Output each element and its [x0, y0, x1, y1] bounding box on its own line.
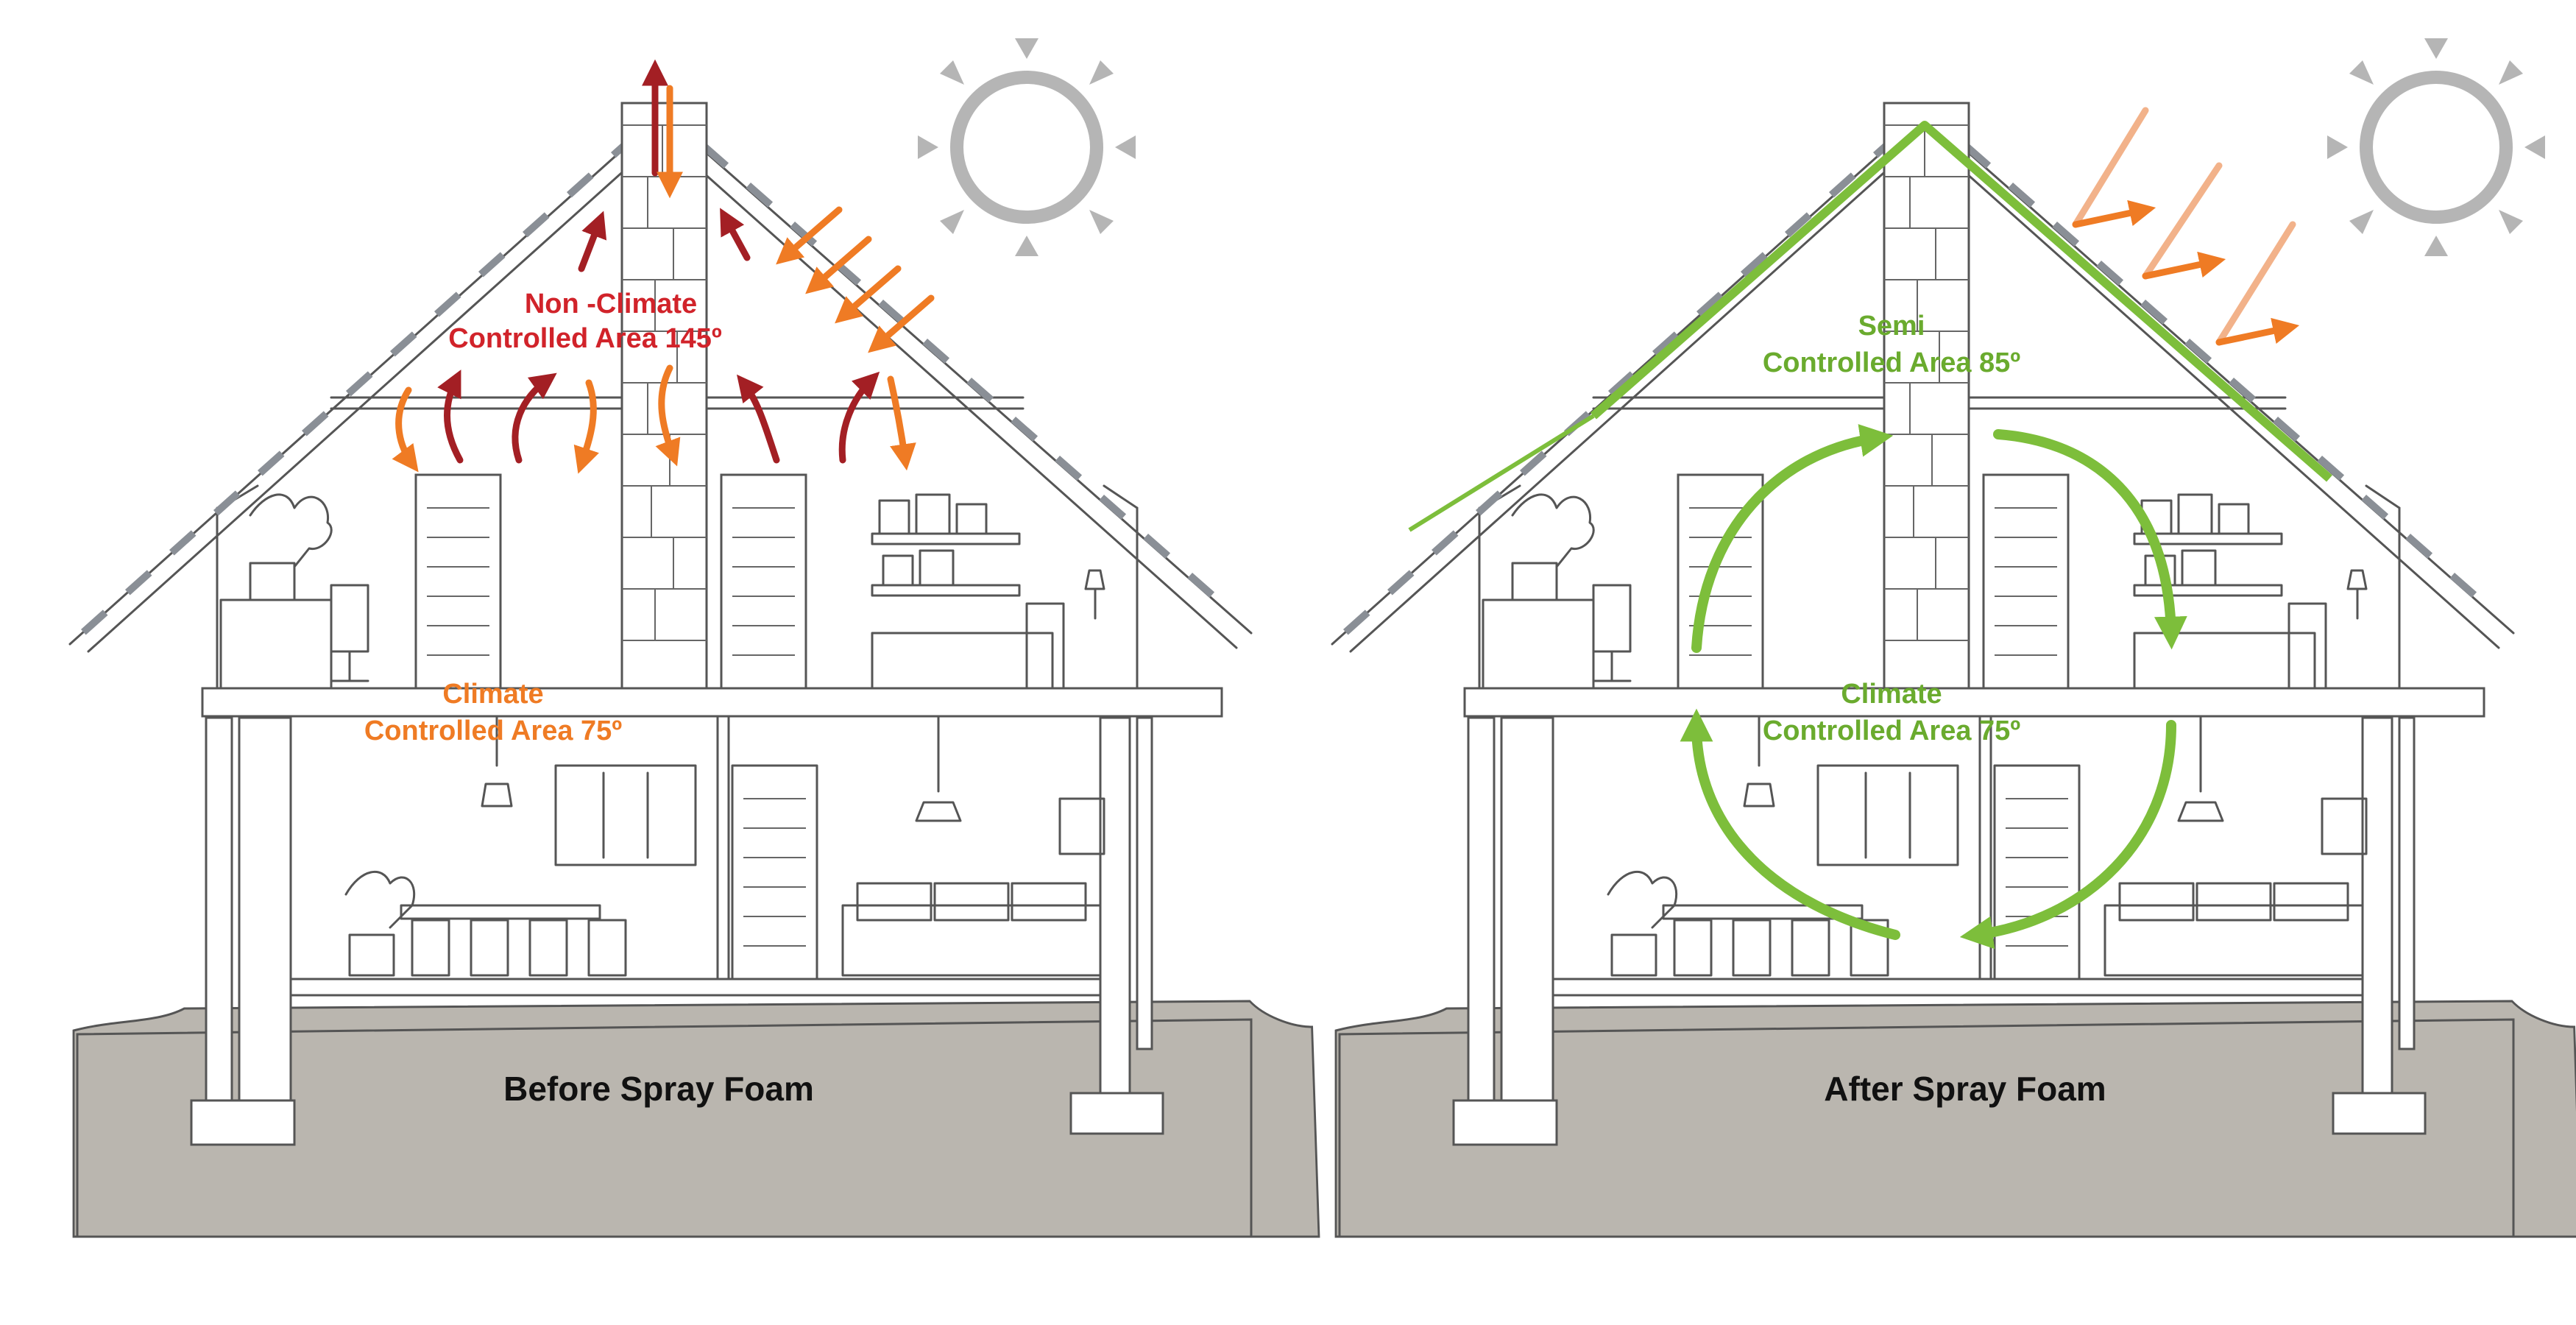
- before-living-label-line1: Climate: [442, 679, 543, 710]
- after-living-label-line1: Climate: [1841, 679, 1942, 710]
- after-caption: After Spray Foam: [1824, 1070, 2106, 1108]
- heat-arrow-icon: [392, 59, 935, 474]
- before-house-illustration: [68, 102, 1320, 1238]
- before-caption: Before Spray Foam: [503, 1070, 814, 1108]
- spray-foam-layer: [1590, 121, 2332, 482]
- sun-ray-icon: [2072, 107, 2300, 346]
- after-panel: Semi Controlled Area 85º Climate Control…: [1331, 38, 2576, 1238]
- sun-icon: [918, 38, 1136, 256]
- after-living-label-line2: Controlled Area 75º: [1763, 716, 2020, 746]
- before-attic-label-line1: Non -Climate: [525, 289, 697, 319]
- airflow-arrow-icon: [1680, 424, 2187, 950]
- before-attic-label-line2: Controlled Area 145º: [448, 323, 722, 354]
- after-house-illustration: [1331, 102, 2576, 1238]
- before-panel: Non -Climate Controlled Area 145º Climat…: [68, 38, 1320, 1238]
- before-living-label-line2: Controlled Area 75º: [364, 716, 622, 746]
- after-attic-label-line1: Semi: [1858, 311, 1925, 342]
- sun-icon: [2327, 38, 2545, 256]
- after-attic-label-line2: Controlled Area 85º: [1763, 347, 2020, 378]
